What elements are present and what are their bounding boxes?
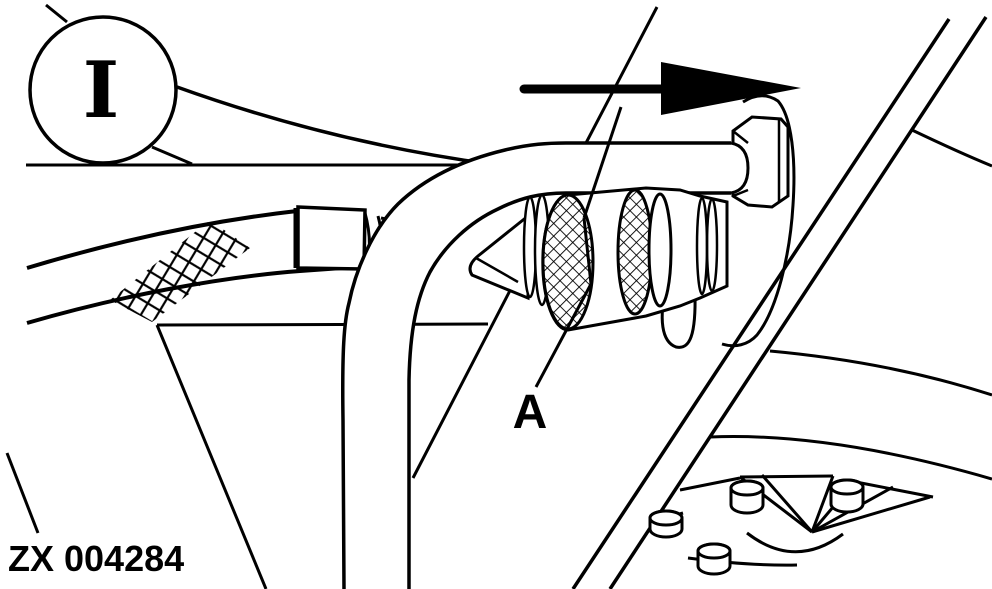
knurled-ring-rear — [616, 188, 654, 316]
mounting-boss — [721, 94, 796, 348]
part-label-a-group: A — [513, 106, 623, 439]
callout-label: I — [83, 45, 120, 136]
coupling-end-ring — [647, 192, 673, 308]
wheel-arch-curves — [709, 349, 992, 481]
arrow-head — [661, 62, 801, 115]
background-panel-lines — [5, 3, 659, 589]
hex-nut — [731, 115, 790, 209]
hose-braid-texture — [110, 220, 250, 322]
figure-code: ZX 004284 — [8, 538, 184, 579]
callout-circle — [28, 15, 178, 165]
direction-arrow — [519, 62, 801, 115]
coupling-groove-ring — [705, 197, 719, 293]
strut-pillar — [571, 16, 992, 589]
bolt-cylinders — [648, 478, 865, 576]
bent-pipe — [341, 141, 750, 589]
male-connector-cone — [468, 212, 530, 301]
callout-circle-group: I — [28, 15, 178, 165]
quick-release-coupling — [468, 186, 729, 332]
part-label-a: A — [513, 386, 548, 439]
leader-line-a — [534, 106, 623, 388]
pulley-assembly — [648, 474, 934, 576]
